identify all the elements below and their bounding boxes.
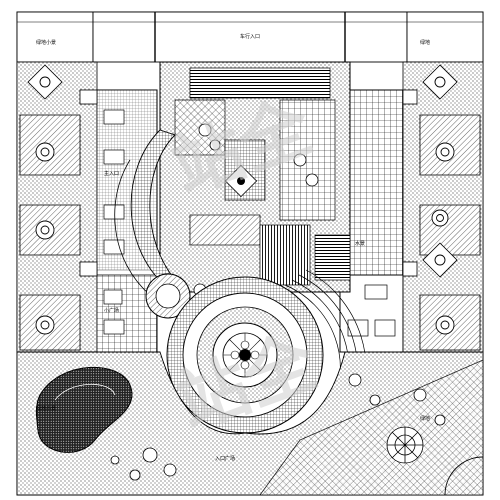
- label-top-left: 绿地小景: [36, 39, 56, 46]
- lower-lawn: [16, 351, 484, 496]
- top-buildings: [16, 11, 484, 63]
- corner-arc: [444, 456, 484, 496]
- label-left-lower: 小广场: [104, 307, 119, 314]
- label-top-center: 车行入口: [240, 33, 260, 40]
- label-bottom-right: 绿地: [420, 415, 430, 422]
- left-garden-column: [16, 61, 98, 353]
- label-bottom-center: 入口广场: [215, 455, 235, 462]
- right-flower-ornament: [431, 76, 455, 335]
- right-garden-column: [402, 61, 484, 353]
- lawn-trees: [110, 373, 446, 481]
- central-plaza: [159, 61, 351, 293]
- left-flower-ornament: [35, 76, 55, 335]
- label-top-right: 绿地: [420, 39, 430, 46]
- round-pavilion: [145, 273, 191, 319]
- label-left-wing: 主入口: [104, 170, 119, 177]
- rose-ornament: [386, 426, 424, 464]
- label-right-wing: 水景: [355, 240, 365, 247]
- fountain-plaza: [166, 276, 324, 434]
- pond: [35, 366, 133, 453]
- label-bottom-left: 绿地小景: [36, 405, 56, 412]
- right-building-wing: [339, 89, 418, 353]
- curved-walkway-edge: [114, 159, 151, 296]
